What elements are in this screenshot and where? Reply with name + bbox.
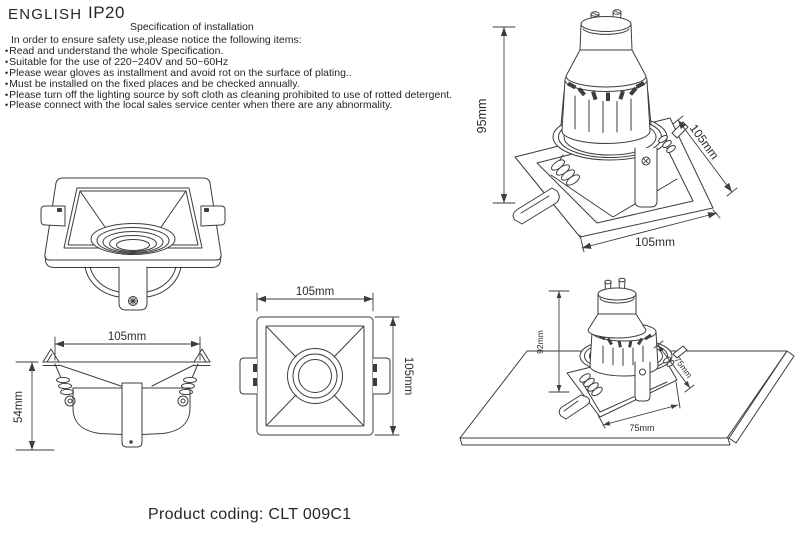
spec-item-text: Read and understand the whole Specificat… [9,45,224,57]
gu10-lamp [565,9,647,88]
screw-icon [639,368,646,376]
rear-bracket [84,266,182,311]
spec-items: •Read and understand the whole Specifica… [5,46,452,111]
lamp-body [72,382,191,448]
bullet-icon: • [5,56,9,67]
spec-intro: In order to ensure safety use,please not… [11,34,302,46]
lamp-pin [618,277,626,283]
spec-item: •Please wear gloves as installment and a… [5,66,452,79]
trim-flange [44,177,222,268]
screw-icon [129,440,133,444]
dim-label-width: 105mm [108,331,146,343]
spec-item: •Read and understand the whole Specifica… [5,46,452,57]
dim-label-height: 92mm [535,330,545,354]
lamp-pin [604,279,612,285]
mounting-clip-right [372,357,391,395]
mounting-tab-right [200,205,226,227]
dim-label-side: 105mm [687,121,722,162]
bullet-icon: • [5,78,9,89]
dimension-front: 105mm [579,209,721,253]
product-coding: Product coding: CLT 009C1 [148,506,352,523]
dim-label-cutout-front: 75mm [629,423,654,433]
mounting-clip-left [239,357,258,395]
spec-item-text: Must be installed on the fixed places an… [9,77,300,90]
spring-right [177,376,197,407]
drawing-front-view: 105mm [13,331,211,451]
spec-item-text: Suitable for the use of 220~240V and 50~… [9,55,229,68]
dimension-height: 92mm [535,290,570,393]
spring-clip-left [512,154,580,225]
lamp-rings [90,223,176,255]
dimension-cutout-front: 75mm [597,381,681,433]
bullet-icon: • [5,100,9,111]
bullet-icon: • [5,89,9,100]
spec-item-text: Please turn off the lighting source by s… [9,88,452,101]
bullet-icon: • [5,67,9,78]
spring-clip-left [558,373,603,420]
dimension-width: 105mm [54,331,201,361]
spec-item: •Must be installed on the fixed places a… [5,77,452,90]
dim-label-height: 105mm [402,357,414,395]
drawing-top-view: 105mm 105mm [239,286,414,436]
spec-item: •Suitable for the use of 220~240V and 50… [5,55,452,68]
dim-label-width: 105mm [296,286,334,298]
spec-item-text: Please wear gloves as installment and av… [9,66,352,79]
spec-title: Specification of installation [130,21,254,33]
drawing-isometric-lamp: 95mm [475,9,738,253]
dim-label-height: 95mm [475,99,489,134]
drawing-trim-isometric [40,177,226,311]
dimension-width: 105mm [256,286,374,312]
spec-item-text: Please connect with the local sales serv… [9,99,393,112]
language-label: ENGLISH [8,6,83,23]
spring-eye [177,395,189,407]
bullet-icon: • [5,46,9,56]
fixing-bracket [634,147,658,208]
dimension-height: 54mm [13,361,55,451]
drawing-installation: 92mm 75mm 75mm [459,277,795,446]
dim-label-height: 54mm [13,391,25,423]
dimension-height: 95mm [475,26,516,204]
dim-label-front: 105mm [635,235,675,249]
spring-left [56,376,76,407]
fixing-bracket [634,361,651,402]
spec-item: •Please connect with the local sales ser… [5,100,452,111]
ip-rating-label: IP20 [88,3,125,22]
dimension-height: 105mm [374,316,414,436]
spec-item: •Please turn off the lighting source by … [5,88,452,101]
screw-icon [641,156,651,166]
gu10-lamp [587,277,647,339]
mounting-tab-left [40,205,66,227]
trim-square [256,316,374,436]
